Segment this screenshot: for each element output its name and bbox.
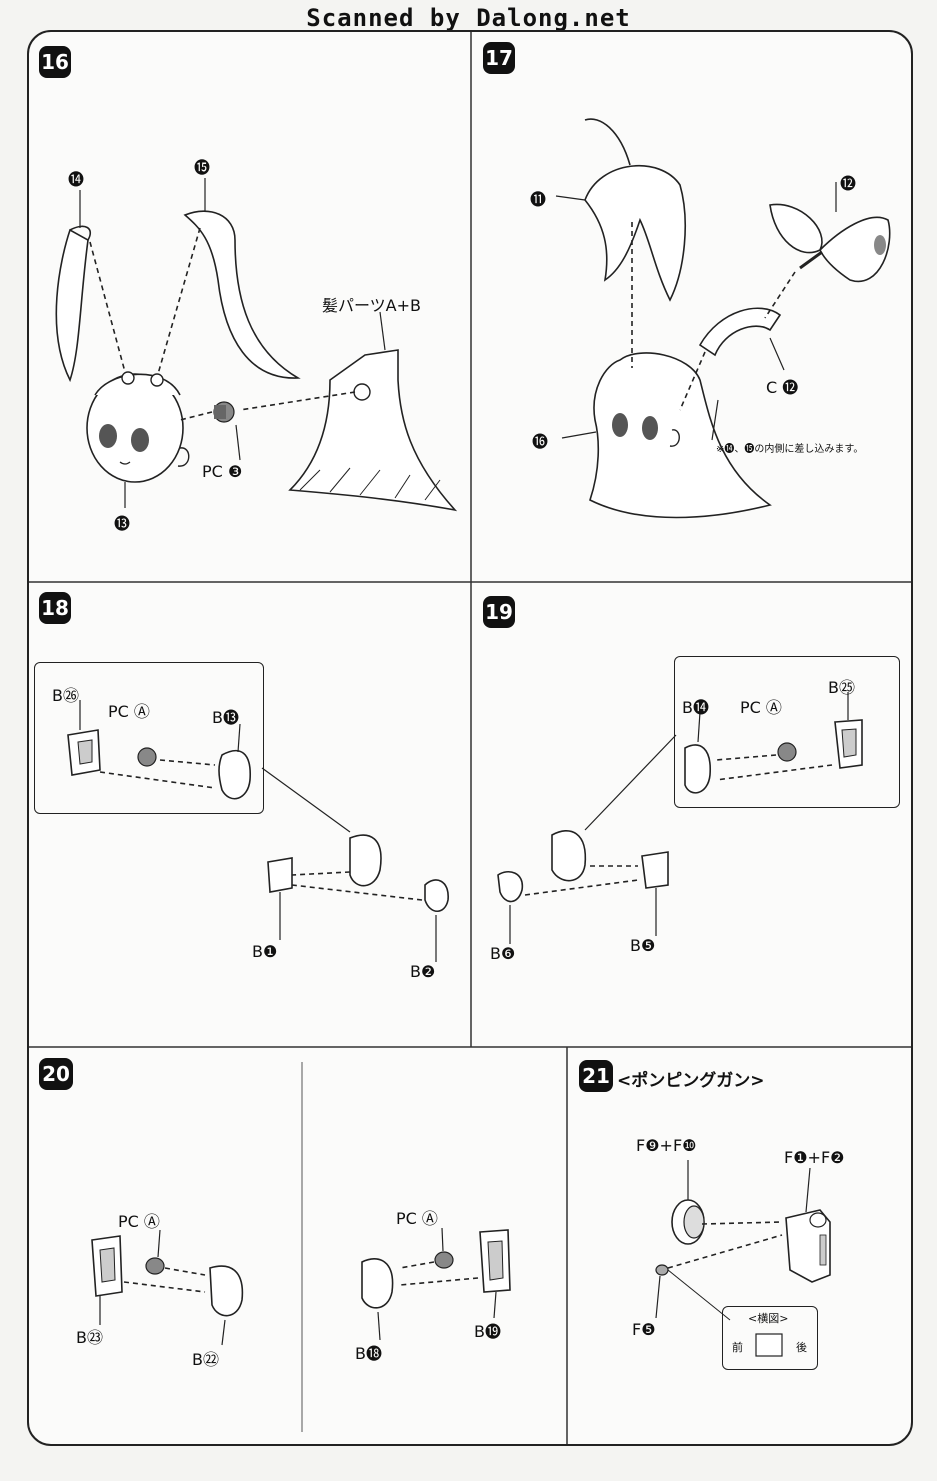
- part-label-b25: B㉕: [828, 678, 855, 697]
- part-label-b2: B❷: [410, 962, 436, 981]
- part-label-b6: B❻: [490, 944, 516, 963]
- pc-a-label-20-right: PC Ⓐ: [396, 1209, 438, 1228]
- step-number-21: 21: [579, 1060, 613, 1092]
- part-label-b14: B⓮: [682, 698, 709, 717]
- pc-a-label-20-left: PC Ⓐ: [118, 1212, 160, 1231]
- step-19-inset-box: [674, 656, 900, 808]
- step-number-20: 20: [39, 1058, 73, 1090]
- part-label-b19: B⓳: [474, 1322, 501, 1341]
- scan-credit-header: Scanned by Dalong.net: [306, 4, 631, 32]
- back-label: 後: [796, 1341, 807, 1354]
- part-label-12: ⓬: [840, 174, 857, 193]
- part-label-b23: B㉓: [76, 1328, 103, 1347]
- assembly-note: ※⓮、⓯の内側に差し込みます。: [716, 444, 864, 455]
- part-label-c12: C ⓬: [766, 378, 799, 397]
- part-label-13: ⓭: [114, 514, 131, 533]
- part-label-b1: B❶: [252, 942, 278, 961]
- front-label: 前: [732, 1341, 743, 1354]
- step-18-inset-box: [34, 662, 264, 814]
- part-label-16: ⓰: [532, 432, 549, 451]
- panel-grid: [29, 32, 911, 1444]
- side-view-label: <横図>: [748, 1312, 789, 1325]
- pc-a-label: PC Ⓐ: [108, 702, 150, 721]
- part-label-b13: B⓭: [212, 708, 239, 727]
- part-label-b5: B❺: [630, 936, 656, 955]
- part-label-11: ⓫: [530, 190, 547, 209]
- step-21-subtitle: <ポンピングガン>: [617, 1071, 765, 1091]
- part-label-b26: B㉖: [52, 686, 79, 705]
- pc-b-label: PC ❸: [202, 462, 243, 481]
- part-label-15: ⓯: [194, 158, 211, 177]
- step-number-18: 18: [39, 592, 71, 624]
- step-number-19: 19: [483, 596, 515, 628]
- part-label-f5: F❺: [632, 1320, 656, 1339]
- step-number-17: 17: [483, 42, 515, 74]
- pc-a-label-19: PC Ⓐ: [740, 698, 782, 717]
- part-label-14: ⓮: [68, 170, 85, 189]
- part-label-f9-f10: F❾+F❿: [636, 1136, 697, 1155]
- part-label-b22: B㉒: [192, 1350, 219, 1369]
- part-label-f1-f2: F❶+F❷: [784, 1148, 845, 1167]
- part-label-b18: B⓲: [355, 1344, 382, 1363]
- hair-parts-label: 髪パーツA+B: [322, 296, 422, 315]
- instruction-sheet: [27, 30, 913, 1446]
- side-view-box: [722, 1306, 818, 1370]
- step-number-16: 16: [39, 46, 71, 78]
